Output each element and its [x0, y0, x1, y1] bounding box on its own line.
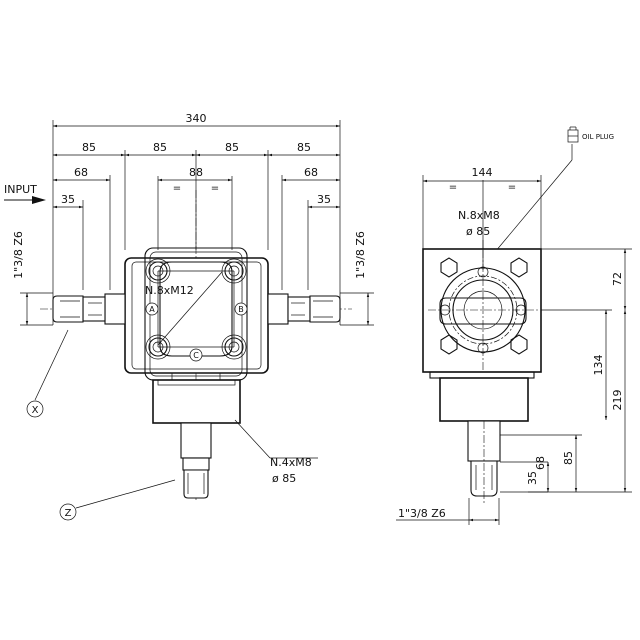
dim-35-left: 35 [61, 193, 75, 206]
face-bolts-label: N.8xM12 [145, 284, 194, 297]
dim-35-right: 35 [317, 193, 331, 206]
side-output-shaft [467, 420, 501, 505]
oil-plug-leader-2 [489, 159, 573, 259]
dim-85-c: 85 [225, 141, 239, 154]
flange-bolts-leader [234, 419, 271, 459]
side-dim-equal-left: = [449, 182, 457, 193]
right-shaft-spline-label: 1"3/8 Z6 [354, 231, 367, 279]
balloon-z-leader [75, 479, 176, 509]
side-dim-134: 134 [592, 355, 605, 376]
dim-68-left: 68 [74, 166, 88, 179]
side-housing [422, 248, 542, 422]
flange-diameter-label: ø 85 [272, 472, 296, 485]
point-b-label: B [238, 305, 244, 314]
bottom-shaft [180, 422, 212, 499]
front-extension-lines [52, 120, 341, 325]
flange-bolts-label: N.4xM8 [270, 456, 312, 469]
side-dim-35: 35 [526, 471, 539, 485]
input-label: INPUT [4, 183, 37, 196]
side-face-bolts-label: N.8xM8 [458, 209, 500, 222]
side-dim-85: 85 [562, 451, 575, 465]
side-dim-equal-right: = [508, 182, 516, 193]
point-a-marker: A [145, 302, 159, 316]
dim-overall-340: 340 [186, 112, 207, 125]
dim-equal-right: = [211, 183, 219, 194]
front-view: 340 85 85 85 85 68 68 35 35 88 = = 88 = … [4, 112, 374, 521]
balloon-x-label: X [32, 405, 39, 416]
side-dim-219: 219 [611, 390, 624, 411]
side-flange-diameter-label: ø 85 [466, 225, 490, 238]
side-dim-144: 144 [472, 166, 493, 179]
dim-88-horizontal: 88 [189, 166, 203, 179]
bottom-flange [152, 373, 241, 424]
left-shaft-spline-label: 1"3/8 Z6 [12, 231, 25, 279]
side-extension-lines [422, 175, 632, 525]
side-dim-68: 68 [534, 456, 547, 470]
left-shaft [52, 293, 126, 325]
point-c-marker: C [189, 348, 203, 362]
side-shaft-spline-label: 1"3/8 Z6 [398, 507, 446, 520]
balloon-x: X [26, 400, 44, 418]
dim-85-a: 85 [82, 141, 96, 154]
point-b-marker: B [234, 302, 248, 316]
balloon-z: Z [59, 503, 77, 521]
dim-85-d: 85 [297, 141, 311, 154]
dim-68-right: 68 [304, 166, 318, 179]
dim-equal-left: = [173, 183, 181, 194]
balloon-x-leader [34, 329, 69, 401]
dim-85-b: 85 [153, 141, 167, 154]
point-c-label: C [193, 351, 199, 360]
input-arrow-icon [4, 196, 46, 204]
side-dimension-lines [396, 179, 627, 522]
balloon-z-label: Z [65, 508, 72, 519]
right-shaft [267, 293, 341, 325]
point-a-label: A [149, 305, 155, 314]
oil-plug-icon [567, 126, 579, 143]
side-view: 144 = = 72 134 219 85 68 35 1"3/8 Z6 OIL… [396, 126, 632, 525]
oil-plug-label: OIL PLUG [582, 133, 614, 141]
front-dimension-lines [20, 124, 374, 345]
side-dim-72: 72 [611, 272, 624, 286]
